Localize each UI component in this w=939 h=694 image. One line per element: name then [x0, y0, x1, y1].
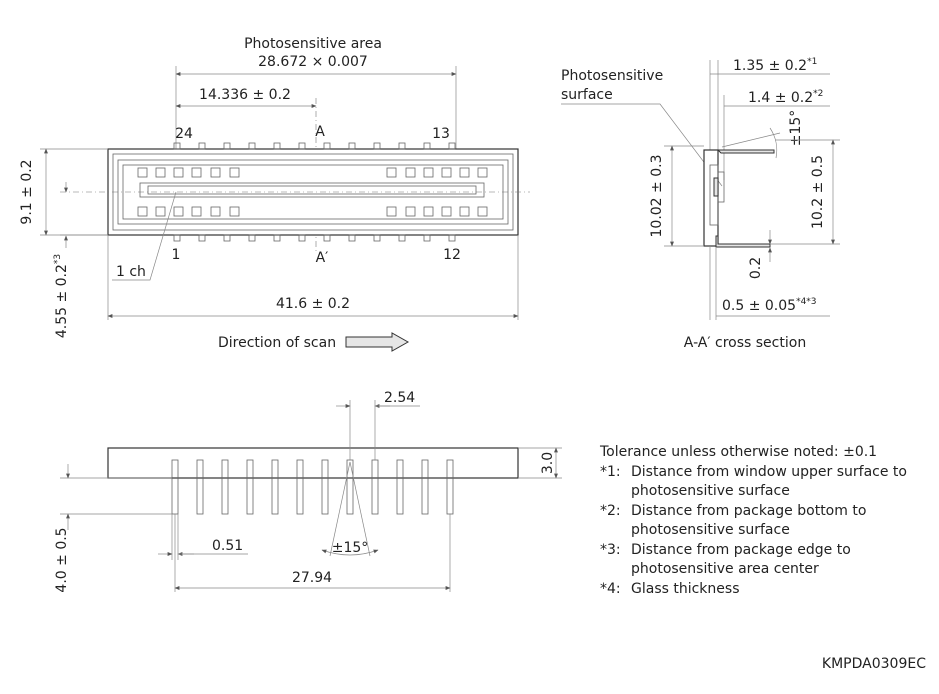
cross-section-view: Photosensitive surface 1.35 ± 0.2*1 1.4 …	[561, 57, 840, 351]
pitch-label: 2.54	[384, 390, 415, 406]
scan-arrow-icon	[345, 332, 410, 352]
side-angle-line-left	[329, 461, 351, 557]
cs-lead-bottom	[715, 235, 771, 248]
note-2-line2: photosensitive surface	[631, 522, 790, 538]
photosensitive-strip-outer	[139, 182, 485, 198]
section-a-label: A	[315, 124, 325, 140]
lead-width-label: 0.51	[212, 538, 243, 554]
length-dim-label: 41.6 ± 0.2	[276, 296, 350, 312]
cs-angle-arc	[769, 127, 778, 159]
width-dim-label: 9.1 ± 0.2	[19, 159, 35, 224]
side-angle-line-right	[349, 461, 371, 557]
thickness-label: 3.0	[540, 452, 556, 474]
pin-1-label: 1	[172, 247, 181, 263]
note-1-line1: Distance from window upper surface to	[631, 464, 907, 480]
dim2-label: 1.4 ± 0.2*2	[748, 89, 823, 106]
pins-top-edge	[173, 142, 456, 150]
glass-dim-label: 0.5 ± 0.05*4*3	[722, 297, 817, 314]
height-right-label: 10.2 ± 0.5	[810, 155, 826, 229]
photosensitive-area-value: 28.672 × 0.007	[258, 54, 368, 70]
pins-bottom-edge	[173, 234, 456, 242]
cs-chip	[713, 177, 719, 197]
channel-leader	[112, 191, 177, 281]
note-3-key: *3:	[600, 542, 621, 558]
side-angle-label: ±15°	[332, 540, 369, 556]
surface-label-line2: surface	[561, 87, 613, 103]
note-2-line1: Distance from package bottom to	[631, 503, 866, 519]
note-4-key: *4:	[600, 581, 621, 597]
surface-label-line1: Photosensitive	[561, 68, 663, 84]
side-angle-arc	[321, 549, 379, 556]
pin-13-label: 13	[432, 126, 450, 142]
cs-lead-top	[716, 149, 775, 154]
span-label: 27.94	[292, 570, 332, 586]
note-2-key: *2:	[600, 503, 621, 519]
note-3-line2: photosensitive area center	[631, 561, 819, 577]
pin-24-label: 24	[175, 126, 193, 142]
dim1-label: 1.35 ± 0.2*1	[733, 57, 817, 74]
note-1-key: *1:	[600, 464, 621, 480]
side-package-body	[107, 447, 519, 479]
cross-section-caption: A-A′ cross section	[684, 335, 806, 351]
pin-12-label: 12	[443, 247, 461, 263]
cs-angle-line	[721, 132, 781, 148]
surface-leader	[561, 103, 723, 187]
offset-dim-label: 4.55 ± 0.2*3	[53, 254, 70, 338]
document-code: KMPDA0309EC	[822, 656, 926, 672]
height-left-label: 10.02 ± 0.3	[649, 155, 665, 238]
top-view: Photosensitive area 28.672 × 0.007 14.33…	[19, 36, 530, 352]
notes-block: Tolerance unless otherwise noted: ±0.1 *…	[599, 444, 907, 597]
cs-angle-label: ±15°	[788, 110, 804, 147]
section-a-prime-label: A′	[316, 250, 329, 266]
channel-label: 1 ch	[116, 264, 146, 280]
cs-package-body	[703, 149, 719, 247]
side-view: 2.54 3.0 4.0 ± 0.5 0.51 ±15° 27.94	[54, 390, 562, 593]
scan-direction-label: Direction of scan	[218, 335, 336, 351]
tolerance-note: Tolerance unless otherwise noted: ±0.1	[599, 444, 877, 460]
photosensitive-strip	[147, 185, 477, 195]
photosensitive-area-title: Photosensitive area	[244, 36, 382, 52]
note-3-line1: Distance from package edge to	[631, 542, 851, 558]
pads-top-row	[137, 167, 488, 178]
cs-glass	[717, 171, 725, 203]
note-4-line1: Glass thickness	[631, 581, 740, 597]
half-length-label: 14.336 ± 0.2	[199, 87, 291, 103]
lead-dim-label: 0.2	[748, 257, 764, 279]
pads-bottom-row	[137, 206, 488, 217]
note-1-line2: photosensitive surface	[631, 483, 790, 499]
lead-length-label: 4.0 ± 0.5	[54, 527, 70, 592]
